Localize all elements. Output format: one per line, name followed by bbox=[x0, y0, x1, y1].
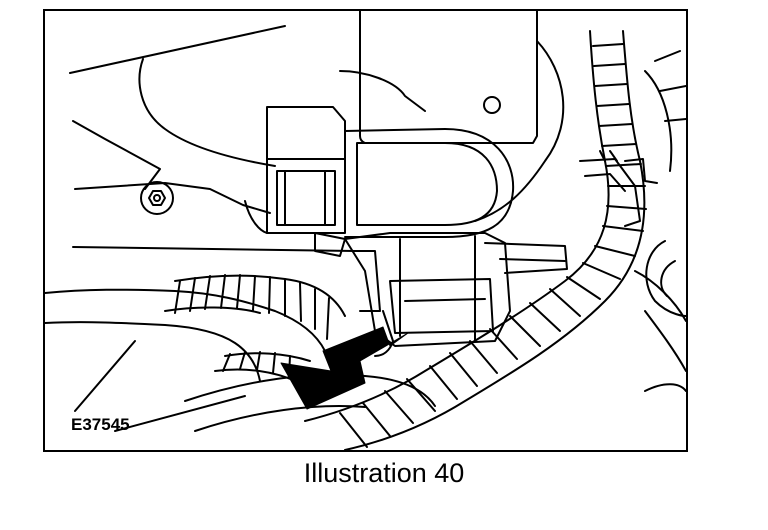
right-side-components bbox=[644, 240, 686, 392]
wiring-harness-left bbox=[45, 274, 346, 384]
bolt-icon bbox=[140, 181, 174, 215]
figure-reference-code: E37545 bbox=[71, 415, 130, 434]
engine-bay-line-drawing bbox=[45, 11, 686, 450]
sensor-body bbox=[244, 106, 515, 238]
illustration-frame: E37545 bbox=[43, 9, 688, 452]
wiring-harness-right bbox=[304, 30, 686, 450]
electrical-connector bbox=[314, 232, 568, 357]
module-housing bbox=[339, 11, 565, 222]
figure-caption: Illustration 40 bbox=[303, 458, 465, 488]
pointer-arrow-icon bbox=[280, 326, 409, 410]
background-structure-lines bbox=[69, 25, 356, 432]
harness-bracket bbox=[579, 150, 658, 227]
